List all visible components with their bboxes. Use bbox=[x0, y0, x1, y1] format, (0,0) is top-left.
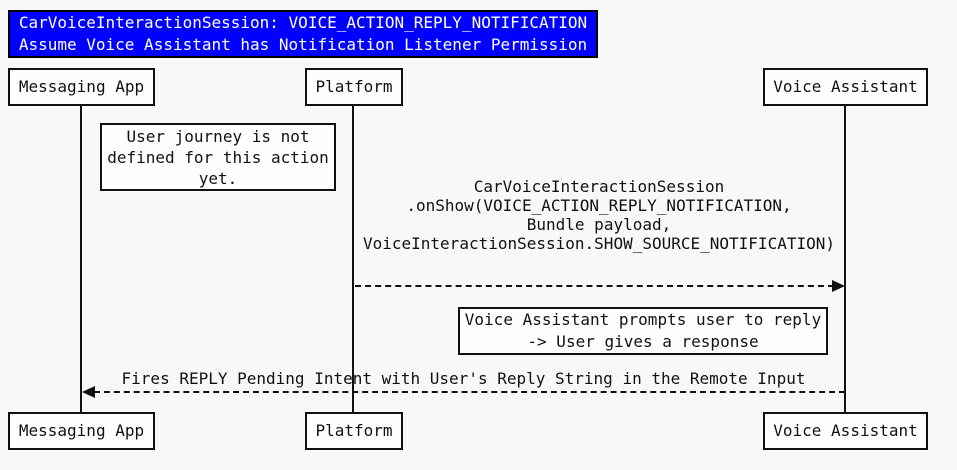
diagram-title-line-2: Assume Voice Assistant has Notification … bbox=[18, 35, 588, 54]
message-line: CarVoiceInteractionSession bbox=[473, 177, 725, 196]
note-line: User journey is not bbox=[126, 127, 310, 146]
actor-label: Voice Assistant bbox=[773, 77, 918, 96]
note-line: defined for this action bbox=[107, 148, 329, 167]
actor-label: Platform bbox=[315, 77, 393, 96]
diagram-title-line-1: CarVoiceInteractionSession: VOICE_ACTION… bbox=[18, 13, 588, 32]
note-line: Voice Assistant prompts user to reply bbox=[464, 310, 822, 329]
arrow-onshow-line bbox=[355, 285, 834, 287]
actor-label: Messaging App bbox=[18, 421, 145, 440]
diagram-title-box: CarVoiceInteractionSession: VOICE_ACTION… bbox=[8, 10, 598, 58]
arrowhead-right bbox=[832, 280, 845, 292]
message-line: Bundle payload, bbox=[526, 215, 672, 234]
actor-box-messaging-app-top: Messaging App bbox=[8, 68, 155, 106]
actor-box-voice-assistant-top: Voice Assistant bbox=[763, 68, 928, 106]
note-user-journey: User journey is not defined for this act… bbox=[100, 123, 336, 191]
lifeline-voice-assistant bbox=[844, 106, 846, 412]
actor-box-platform-top: Platform bbox=[305, 68, 403, 106]
actor-box-messaging-app-bottom: Messaging App bbox=[8, 412, 155, 450]
lifeline-messaging-app bbox=[80, 106, 82, 412]
note-line: -> User gives a response bbox=[527, 332, 759, 351]
arrow-fires-reply-line bbox=[94, 391, 845, 393]
actor-box-platform-bottom: Platform bbox=[305, 412, 403, 450]
message-fires-reply-label: Fires REPLY Pending Intent with User's R… bbox=[82, 369, 845, 388]
actor-box-voice-assistant-bottom: Voice Assistant bbox=[763, 412, 928, 450]
note-voice-assistant-prompts: Voice Assistant prompts user to reply ->… bbox=[458, 307, 828, 355]
message-line: Fires REPLY Pending Intent with User's R… bbox=[121, 369, 806, 388]
message-onshow-label: CarVoiceInteractionSession .onShow(VOICE… bbox=[339, 177, 859, 253]
message-line: VoiceInteractionSession.SHOW_SOURCE_NOTI… bbox=[362, 234, 835, 253]
lifeline-platform bbox=[352, 106, 354, 412]
note-line: yet. bbox=[198, 169, 238, 188]
arrowhead-left bbox=[82, 386, 95, 398]
actor-label: Voice Assistant bbox=[773, 421, 918, 440]
actor-label: Messaging App bbox=[18, 77, 145, 96]
actor-label: Platform bbox=[315, 421, 393, 440]
message-line: .onShow(VOICE_ACTION_REPLY_NOTIFICATION, bbox=[406, 196, 792, 215]
